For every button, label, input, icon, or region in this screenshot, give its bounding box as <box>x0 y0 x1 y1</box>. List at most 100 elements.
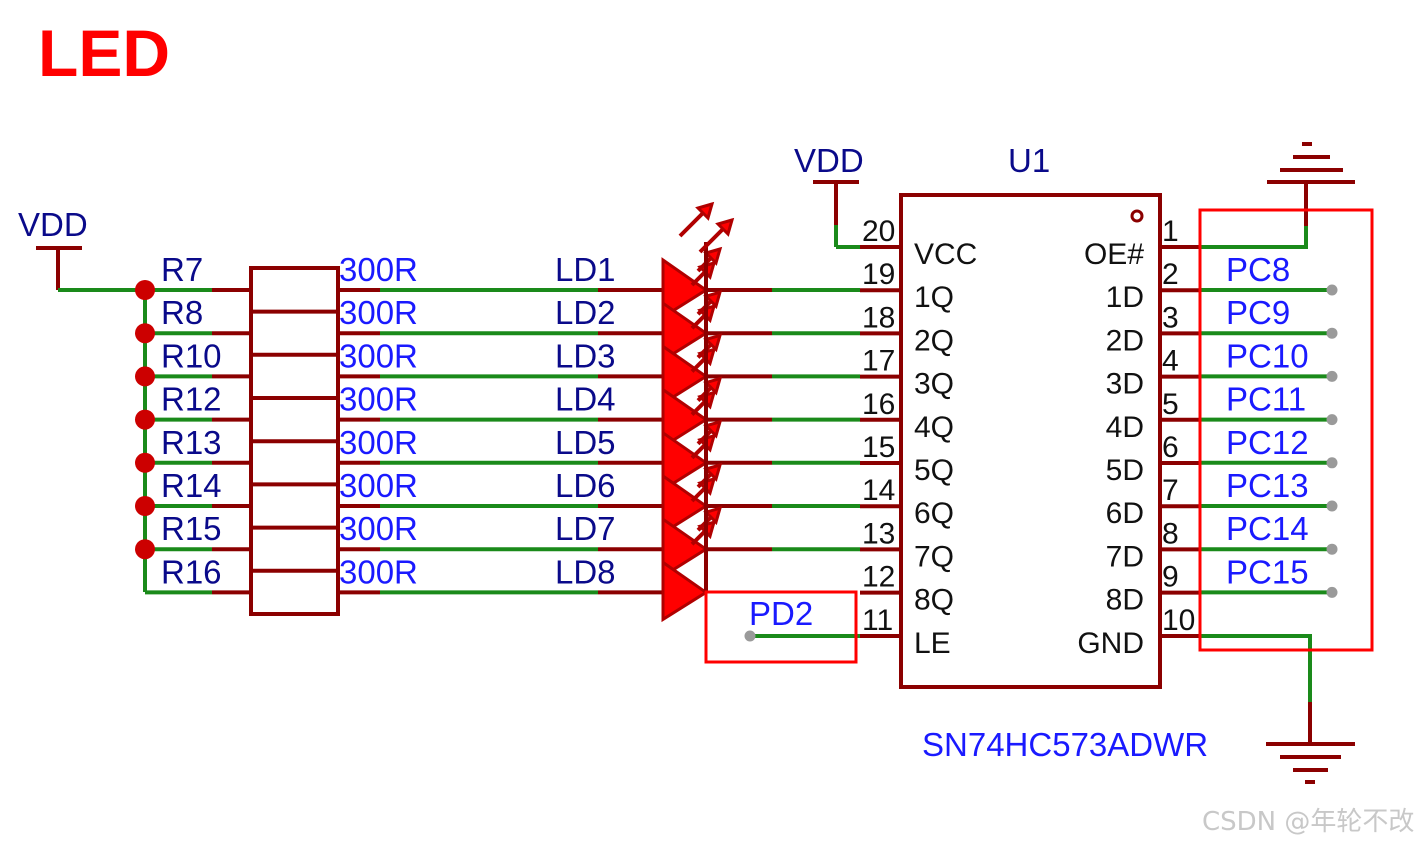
resistor-ref-label: R14 <box>161 467 222 504</box>
port-pc9: PC9 <box>1200 294 1338 339</box>
junction-dot <box>135 366 155 387</box>
ic-pin-right: 32D <box>1106 301 1200 357</box>
port-pc14: PC14 <box>1200 510 1338 555</box>
oe-ground-wire <box>1200 226 1308 249</box>
resistor-row: R13 300R <box>135 424 663 487</box>
junction-dot <box>135 539 155 560</box>
led-ref-label: LD7 <box>555 510 616 547</box>
junction-dot <box>135 409 155 430</box>
port-pc15: PC15 <box>1200 553 1338 598</box>
ic-pin-right: 54D <box>1106 388 1200 444</box>
port-terminal[interactable] <box>1326 457 1338 469</box>
watermark: CSDN @年轮不改 <box>1202 807 1414 837</box>
ic-pin-number: 9 <box>1162 561 1179 594</box>
ic-pin-right: 9 8D <box>1106 561 1200 617</box>
ic-body <box>899 193 1162 689</box>
led-triangle <box>661 516 709 579</box>
light-emission-arrowhead <box>703 290 723 310</box>
led-ref-label: LD5 <box>555 424 616 461</box>
ic-pin-number: 14 <box>862 474 895 507</box>
ic-pin-number: 17 <box>862 345 895 378</box>
resistor-ref-label: R13 <box>161 424 222 461</box>
ic-pin-name: 8D <box>1106 584 1144 617</box>
resistor-ref-label: R7 <box>161 251 203 288</box>
led-triangle <box>661 300 709 363</box>
junction-dot <box>135 323 155 344</box>
led: LD6 <box>555 462 860 536</box>
vdd-label-ic: VDD <box>794 142 864 179</box>
ic-pin-number: 15 <box>862 431 895 464</box>
highlight-box-pd2 <box>704 590 858 664</box>
ic-pin-number: 10 <box>1162 604 1195 637</box>
ic-pin-name: 5Q <box>914 454 954 487</box>
schematic-title: LED <box>38 16 170 90</box>
ic-pin-name: 1Q <box>914 281 954 314</box>
ic-pin-right: 65D <box>1106 431 1200 487</box>
light-emission-arrowhead <box>703 506 723 526</box>
ic-pin-number: 1 <box>1162 215 1179 248</box>
ic-pin-number: 4 <box>1162 345 1179 378</box>
port-pc8: PC8 <box>1200 251 1338 296</box>
led-ref-label: LD8 <box>555 553 616 590</box>
resistor-value-label: 300R <box>339 251 418 288</box>
port-label: PC8 <box>1226 251 1290 288</box>
light-emission-arrowhead <box>703 246 723 266</box>
ic-pin-number: 7 <box>1162 474 1179 507</box>
port-label: PC10 <box>1226 337 1309 374</box>
port-terminal[interactable] <box>1326 586 1338 598</box>
ic-pin-number: 13 <box>862 517 895 550</box>
ic-pin-number: 8 <box>1162 517 1179 550</box>
port-terminal[interactable] <box>1326 543 1338 555</box>
ground-symbol-bottom <box>1266 702 1355 784</box>
led: LD4 <box>555 376 860 450</box>
ic-pin-name: 3Q <box>914 368 954 401</box>
port-label: PC12 <box>1226 424 1309 461</box>
ic-pin-right: 4 3D <box>1106 345 1200 401</box>
port-terminal[interactable] <box>1326 284 1338 296</box>
resistor-value-label: 300R <box>339 467 418 504</box>
light-emission-arrowhead <box>703 462 723 482</box>
led-triangle <box>661 473 709 536</box>
pd2-port-terminal[interactable] <box>744 630 756 642</box>
port-label: PC15 <box>1226 553 1309 590</box>
ground-symbol-top <box>1267 142 1355 228</box>
ic-ref-label: U1 <box>1008 142 1050 179</box>
resistor-value-label: 300R <box>339 424 418 461</box>
resistor-ref-label: R15 <box>161 510 222 547</box>
port-label: PC14 <box>1226 510 1309 547</box>
port-pc11: PC11 <box>1200 381 1338 426</box>
port-pc13: PC13 <box>1200 467 1338 512</box>
port-terminal[interactable] <box>1326 370 1338 382</box>
port-terminal[interactable] <box>1326 414 1338 426</box>
light-emission-icon <box>698 224 728 254</box>
gnd-wire <box>1200 634 1312 703</box>
led-triangle <box>661 257 709 320</box>
resistor-value-label: 300R <box>339 294 418 331</box>
light-emission-arrowhead <box>703 419 723 439</box>
light-emission-arrowhead <box>715 217 735 237</box>
ic-pin-name: 2Q <box>914 324 954 357</box>
junction-dot <box>135 452 155 473</box>
resistor-value-label: 300R <box>339 337 418 374</box>
ic-pin-name: GND <box>1077 627 1144 660</box>
port-terminal[interactable] <box>1326 500 1338 512</box>
ic-pin-number: 2 <box>1162 258 1179 291</box>
ic-pin-name: 7Q <box>914 540 954 573</box>
port-terminal[interactable] <box>1326 327 1338 339</box>
led-ref-label: LD1 <box>555 251 616 288</box>
led-ref-label: LD4 <box>555 381 616 418</box>
ic-pin-name: 3D <box>1106 368 1144 401</box>
led-triangle <box>661 386 709 450</box>
resistor-row: R7 300R <box>135 251 663 314</box>
ic-pin-name: 8Q <box>914 584 954 617</box>
